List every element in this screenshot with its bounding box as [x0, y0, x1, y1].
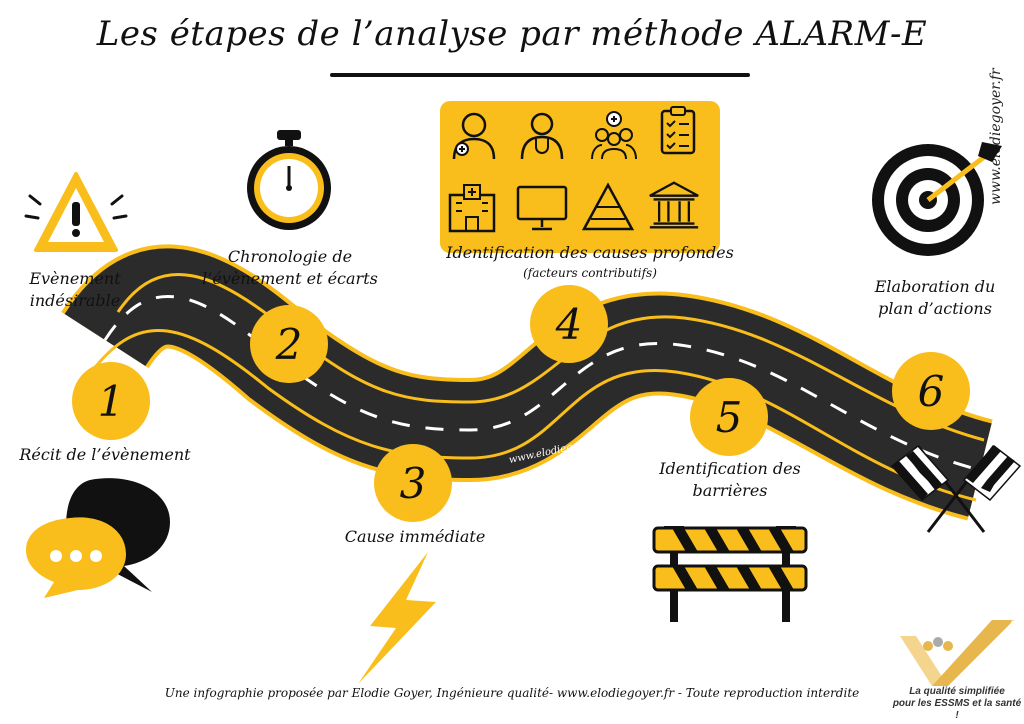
step-6-label-line2: plan d’actions [878, 299, 992, 318]
warning-icon [24, 172, 128, 252]
step-1-badge: 1 [72, 362, 150, 440]
step-2-badge: 2 [250, 305, 328, 383]
barrier-icon [652, 526, 808, 622]
step-5-number: 5 [715, 392, 743, 442]
step-6-label-line1: Elaboration du [874, 277, 996, 296]
event-label-line2: indésirable [29, 291, 121, 310]
step-3-label: Cause immédiate [344, 527, 486, 546]
checkered-flags-icon [890, 444, 1022, 533]
brand-caption-line1: La qualité simplifiée [909, 686, 1005, 697]
team-icon [591, 111, 637, 160]
step-3-badge: 3 [374, 444, 452, 522]
step-2-label: Chronologie de l’évènement et écarts [200, 246, 380, 290]
brand-caption-line2: pour les ESSMS et la santé ! [892, 698, 1022, 721]
event-label: Evènement indésirable [10, 268, 140, 312]
monitor-icon [516, 185, 568, 231]
step-2-number: 2 [275, 319, 303, 369]
lightning-icon [358, 552, 436, 684]
patient-icon [452, 112, 496, 160]
brand-caption: La qualité simplifiée pour les ESSMS et … [890, 686, 1024, 722]
title-underline [330, 73, 750, 77]
step-6-number: 6 [917, 366, 945, 416]
step-1-label: Récit de l’évènement [19, 445, 191, 464]
step-4-badge: 4 [530, 285, 608, 363]
pyramid-icon [582, 182, 634, 231]
step-5-badge: 5 [690, 378, 768, 456]
institution-icon [649, 181, 699, 229]
step-5-label-line1: Identification des [659, 459, 801, 478]
step-1-number: 1 [97, 376, 125, 426]
checklist-icon [660, 106, 696, 155]
step-2-label-line1: Chronologie de [227, 247, 353, 266]
doctor-icon [520, 112, 564, 160]
hospital-icon [448, 184, 496, 233]
step-4-sublabel: (facteurs contributifs) [523, 266, 657, 280]
step-4-label: Identification des causes profondes [446, 243, 734, 262]
page-title: Les étapes de l’analyse par méthode ALAR… [96, 14, 928, 54]
contributing-factors-panel [440, 101, 720, 253]
event-label-line1: Evènement [29, 269, 121, 288]
step-5-label: Identification des barrières [640, 458, 820, 502]
footer-credit: Une infographie proposée par Elodie Goye… [164, 686, 860, 700]
brand-logo: Élodie GOYER [900, 616, 1020, 687]
step-5-label-line2: barrières [692, 481, 768, 500]
target-icon [872, 142, 1002, 256]
step-2-label-line2: l’évènement et écarts [202, 269, 378, 288]
step-3-number: 3 [399, 458, 427, 508]
speech-bubbles-icon [26, 478, 170, 598]
step-6-label: Elaboration du plan d’actions [860, 276, 1010, 320]
step-4-number: 4 [555, 299, 583, 349]
step-6-badge: 6 [892, 352, 970, 430]
stopwatch-icon [247, 130, 331, 230]
